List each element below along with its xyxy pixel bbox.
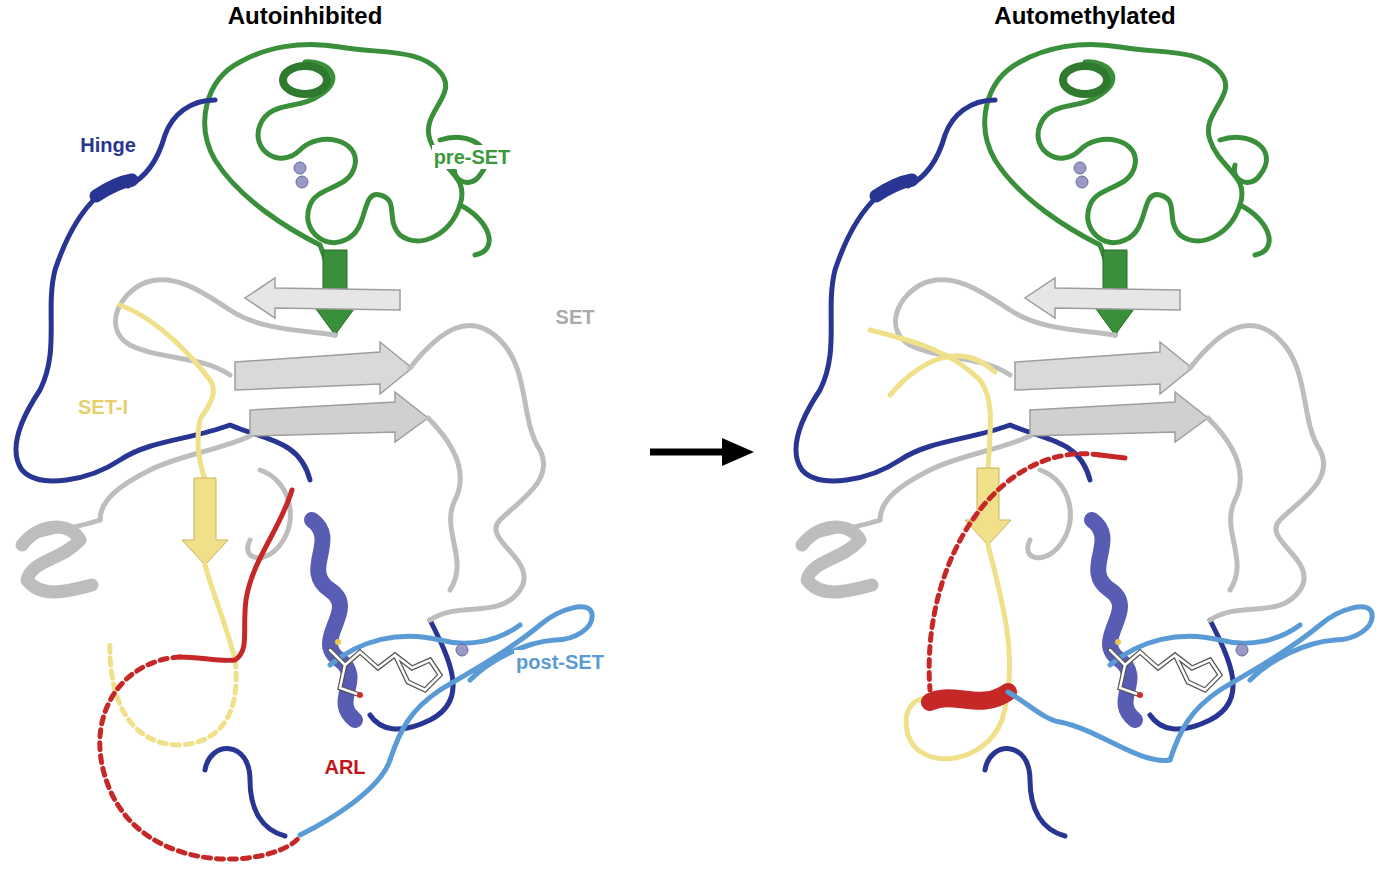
domain-label: post-SET [514,650,606,674]
panel-title: Automethylated [992,2,1177,31]
domain-label: Hinge [78,133,138,157]
domain-label: SET [554,305,597,329]
domain-label: ARL [322,755,367,779]
domain-label: SET-I [76,395,130,419]
panel-title: Autoinhibited [226,2,385,31]
domain-label: pre-SET [432,145,513,169]
